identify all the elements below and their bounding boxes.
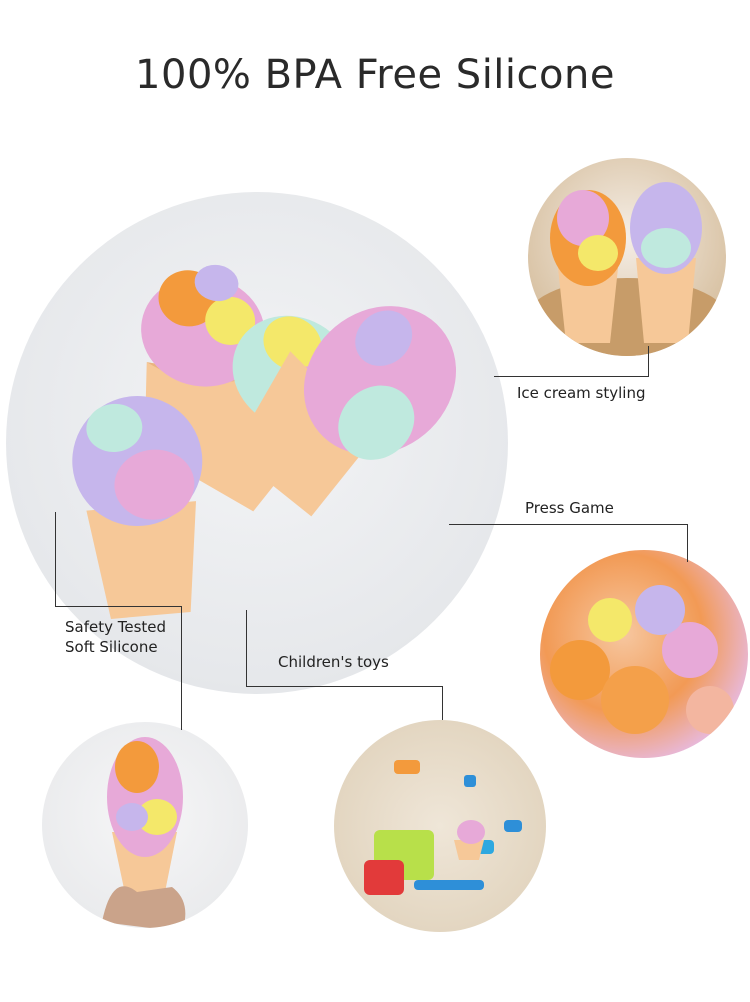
connector-ice-horizontal xyxy=(494,376,648,377)
main-product-photo xyxy=(6,192,508,694)
childrens-toys-photo xyxy=(334,720,546,932)
connector-safety-horizontal xyxy=(55,606,181,607)
label-safety-line2: Soft Silicone xyxy=(65,638,158,656)
connector-safety-vertical-left xyxy=(55,512,56,606)
safety-tested-photo xyxy=(42,722,248,928)
press-game-photo xyxy=(540,550,748,758)
ice-cream-pair-illustration xyxy=(528,182,726,356)
label-press-game: Press Game xyxy=(525,499,614,517)
hand-holding-cone-illustration xyxy=(102,737,186,928)
press-bubbles-illustration xyxy=(550,585,734,734)
page-title: 100% BPA Free Silicone xyxy=(135,52,615,98)
connector-toys-vertical-right xyxy=(442,686,443,720)
sand-toys-illustration xyxy=(364,760,522,895)
connector-ice-vertical xyxy=(648,346,649,377)
ice-cream-styling-photo xyxy=(528,158,726,356)
connector-press-horizontal xyxy=(449,524,687,525)
connector-toys-vertical-left xyxy=(246,610,247,686)
label-ice-cream-styling: Ice cream styling xyxy=(517,384,646,402)
connector-press-vertical xyxy=(687,524,688,562)
connector-safety-vertical-right xyxy=(181,606,182,730)
label-safety-line1: Safety Tested xyxy=(65,618,167,636)
ice-cream-group-illustration xyxy=(72,264,457,619)
label-childrens-toys: Children's toys xyxy=(278,653,389,671)
connector-toys-horizontal xyxy=(246,686,442,687)
